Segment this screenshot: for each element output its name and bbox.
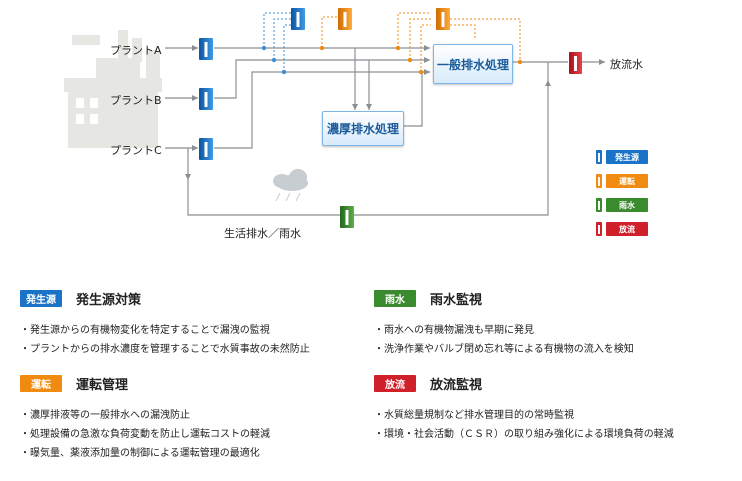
discharge-label: 放流水 xyxy=(610,58,643,71)
sensor-icon-plant-b xyxy=(199,88,213,110)
sensor-icon-operation-1 xyxy=(338,8,352,30)
list-item: 雨水への有機物漏洩も早期に発見 xyxy=(374,321,634,340)
section-source: 発生源 発生源対策 発生源からの有機物変化を特定することで漏洩の監視 プラントか… xyxy=(20,289,310,359)
sensor-icon-discharge xyxy=(569,52,582,74)
sensor-icon-plant-c xyxy=(199,138,213,160)
flow-lines xyxy=(64,8,605,228)
section-rain: 雨水 雨水監視 雨水への有機物漏洩も早期に発見 洗浄作業やバルブ閉め忘れ等による… xyxy=(374,289,634,359)
discharge-badge: 放流 xyxy=(374,374,416,392)
discharge-title: 放流監視 xyxy=(430,377,483,393)
rain-sensor-icon xyxy=(596,198,602,212)
legend-source: 発生源 xyxy=(596,150,648,164)
list-item: 水質総量規制など排水管理目的の常時監視 xyxy=(374,406,674,425)
source-sensor-icon xyxy=(596,150,602,164)
source-badge: 発生源 xyxy=(20,289,62,307)
legend-rain: 雨水 xyxy=(596,198,648,212)
general-treatment-box: 一般排水処理 xyxy=(433,44,513,84)
section-operation: 運転 運転管理 濃厚排液等の一般排水への漏洩防止 処理設備の急激な負荷変動を防止… xyxy=(20,374,270,463)
sensor-icon-rain xyxy=(340,206,354,228)
list-item: 洗浄作業やバルブ閉め忘れ等による有機物の流入を検知 xyxy=(374,340,634,359)
list-item: 濃厚排液等の一般排水への漏洩防止 xyxy=(20,406,270,425)
factory-icon xyxy=(64,30,162,148)
plant-c-label: プラントC xyxy=(110,144,162,157)
list-item: プラントからの排水濃度を管理することで水質事故の未然防止 xyxy=(20,340,310,359)
sensor-icon-source-top xyxy=(291,8,305,30)
water-flow-diagram: プラントA プラントB プラントC 一般排水処理 濃厚排水処理 放流水 生活排水… xyxy=(64,8,648,240)
operation-sensor-icon xyxy=(596,174,602,188)
plant-b-label: プラントB xyxy=(110,94,162,107)
rain-cloud-icon xyxy=(273,169,308,202)
section-discharge: 放流 放流監視 水質総量規制など排水管理目的の常時監視 環境・社会活動（ＣＳＲ）… xyxy=(374,374,674,444)
legend-discharge: 放流 xyxy=(596,222,648,236)
legend-operation: 運転 xyxy=(596,174,648,188)
list-item: 発生源からの有機物変化を特定することで漏洩の監視 xyxy=(20,321,310,340)
operation-title: 運転管理 xyxy=(76,377,129,393)
list-item: 処理設備の急激な負荷変動を防止し運転コストの軽減 xyxy=(20,425,270,444)
concentrated-treatment-box: 濃厚排水処理 xyxy=(322,111,404,146)
discharge-sensor-icon xyxy=(596,222,602,236)
domestic-rain-label: 生活排水／雨水 xyxy=(224,227,301,240)
sensor-icon-plant-a xyxy=(199,38,213,60)
sensor-icon-operation-2 xyxy=(436,8,450,30)
source-title: 発生源対策 xyxy=(76,292,142,308)
operation-badge: 運転 xyxy=(20,374,62,392)
rain-badge: 雨水 xyxy=(374,289,416,307)
plant-a-label: プラントA xyxy=(110,44,162,57)
rain-title: 雨水監視 xyxy=(430,292,483,308)
list-item: 曝気量、薬液添加量の制御による運転管理の最適化 xyxy=(20,444,270,463)
list-item: 環境・社会活動（ＣＳＲ）の取り組み強化による環境負荷の軽減 xyxy=(374,425,674,444)
